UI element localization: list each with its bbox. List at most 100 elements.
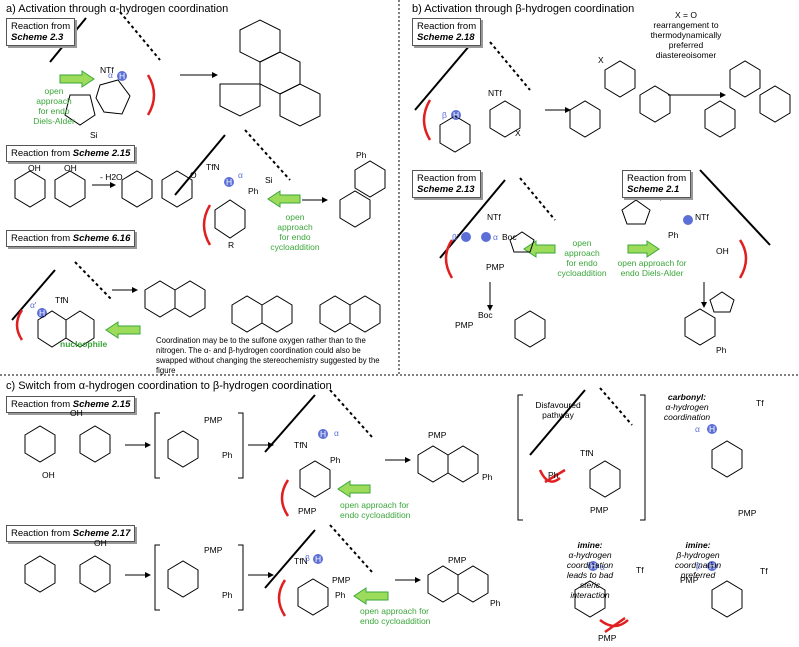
atom-beta: β <box>442 110 447 120</box>
ring <box>65 310 95 348</box>
ring <box>439 115 471 153</box>
reaction-prefix: Reaction from <box>11 21 71 32</box>
approach-label: open approach for endo cycloaddition <box>340 500 411 520</box>
atom-pmp: PMP <box>428 430 447 440</box>
reaction-box-b1: Reaction from Scheme 2.18 <box>412 18 482 46</box>
atom-tfn: TfN <box>294 556 308 566</box>
ring <box>639 85 671 123</box>
ring <box>417 445 449 483</box>
ring <box>711 440 743 478</box>
ring <box>457 565 489 603</box>
atom-h: H <box>453 110 460 120</box>
ring <box>279 83 321 127</box>
ring <box>239 19 281 63</box>
nucleophile-label: nucleophile <box>60 339 108 349</box>
panel-c-title: c) Switch from α-hydrogen coordination t… <box>6 380 332 392</box>
atom-ntf: NTf <box>100 65 114 75</box>
ring <box>297 578 329 616</box>
atom-h: H <box>39 308 46 318</box>
approach-arrow <box>267 190 301 208</box>
atom-alpha: α <box>238 170 243 180</box>
atom-ph: Ph <box>356 150 367 160</box>
atom-alpha: α <box>695 424 700 434</box>
atom-pmp: PMP <box>590 505 609 515</box>
atom-oh: OH <box>42 470 55 480</box>
ring <box>589 460 621 498</box>
atom-pmp: PMP <box>298 506 317 516</box>
reaction-prefix: Reaction from <box>11 399 73 410</box>
reaction-prefix: Reaction from <box>11 148 73 159</box>
ring <box>54 170 86 208</box>
ring <box>354 160 386 198</box>
atom-tfn: TfN <box>206 162 220 172</box>
atom-pmp: PMP <box>332 575 351 585</box>
ring <box>231 295 263 333</box>
atom-oh: OH <box>28 163 41 173</box>
atom-ph: Ph <box>248 186 259 196</box>
atom-h: H <box>590 561 597 571</box>
atom-ntf: NTf <box>487 212 501 222</box>
ring <box>161 170 193 208</box>
atom-h: H <box>709 561 716 571</box>
atom-pmp: PMP <box>598 633 617 643</box>
imine-alpha-title: imine: <box>577 540 603 550</box>
reaction-prefix: Reaction from <box>417 21 477 32</box>
ring <box>79 555 111 593</box>
approach-label: open approach for endo cycloaddition <box>557 238 607 278</box>
scheme-ref: Scheme 2.17 <box>72 528 131 539</box>
atom-ntf: NTf <box>488 88 502 98</box>
ring <box>144 280 176 318</box>
reaction-box-c2: Reaction from Scheme 2.17 <box>6 525 136 542</box>
ring <box>79 425 111 463</box>
approach-label: open approach for endo Diels-Alder <box>33 86 75 126</box>
atom-beta-prime: β' <box>452 232 459 242</box>
atom-tf: Tf <box>756 398 764 408</box>
carbonyl-desc: α-hydrogen coordination <box>663 402 711 422</box>
reaction-box-a1: Reaction from Scheme 2.3 <box>6 18 76 46</box>
atom-beta: β <box>696 561 701 571</box>
ring <box>621 199 651 225</box>
atom-pmp: PMP <box>455 320 474 330</box>
approach-arrow <box>353 587 389 605</box>
catalyst-wall-c1 <box>264 389 373 453</box>
atom-boc: Boc <box>478 310 493 320</box>
atom-h: H <box>119 71 126 81</box>
reaction-box-b3: Reaction from Scheme 2.1 <box>622 170 692 198</box>
atom-si: Si <box>90 130 98 140</box>
atom-alpha: α <box>493 232 498 242</box>
atom-oh: OH <box>64 163 77 173</box>
atom-h: H <box>226 177 233 187</box>
approach-arrow <box>337 480 371 498</box>
ring <box>704 100 736 138</box>
atom-x: X <box>515 128 521 138</box>
ring <box>259 51 301 95</box>
bracket <box>238 412 244 479</box>
h-highlight <box>117 71 127 81</box>
atom-ph: Ph <box>330 455 341 465</box>
ring <box>604 60 636 98</box>
approach-arrow <box>627 240 660 258</box>
atom-oh: OH <box>70 408 83 418</box>
atom-oh: OH <box>716 246 729 256</box>
scheme-ref: Scheme 2.18 <box>417 32 475 43</box>
ring <box>569 100 601 138</box>
bracket <box>238 544 244 611</box>
ring <box>214 199 246 239</box>
approach-arrow <box>523 240 556 258</box>
bracket <box>640 394 646 521</box>
atom-tf: Tf <box>636 565 644 575</box>
atom-x: X <box>598 55 604 65</box>
ring <box>349 295 381 333</box>
atom-tf: Tf <box>760 566 768 576</box>
minus-water: - H2O <box>100 172 123 182</box>
atom-ntf: NTf <box>695 212 709 222</box>
atom-h: H <box>315 554 322 564</box>
scheme-ref: Scheme 2.15 <box>72 399 131 410</box>
atom-beta: β <box>305 553 310 563</box>
catalyst-wall-b2 <box>439 177 556 259</box>
catalyst-wall-c2 <box>264 524 373 589</box>
bracket <box>154 544 160 611</box>
atom-alpha: α <box>334 428 339 438</box>
ring <box>729 60 761 98</box>
